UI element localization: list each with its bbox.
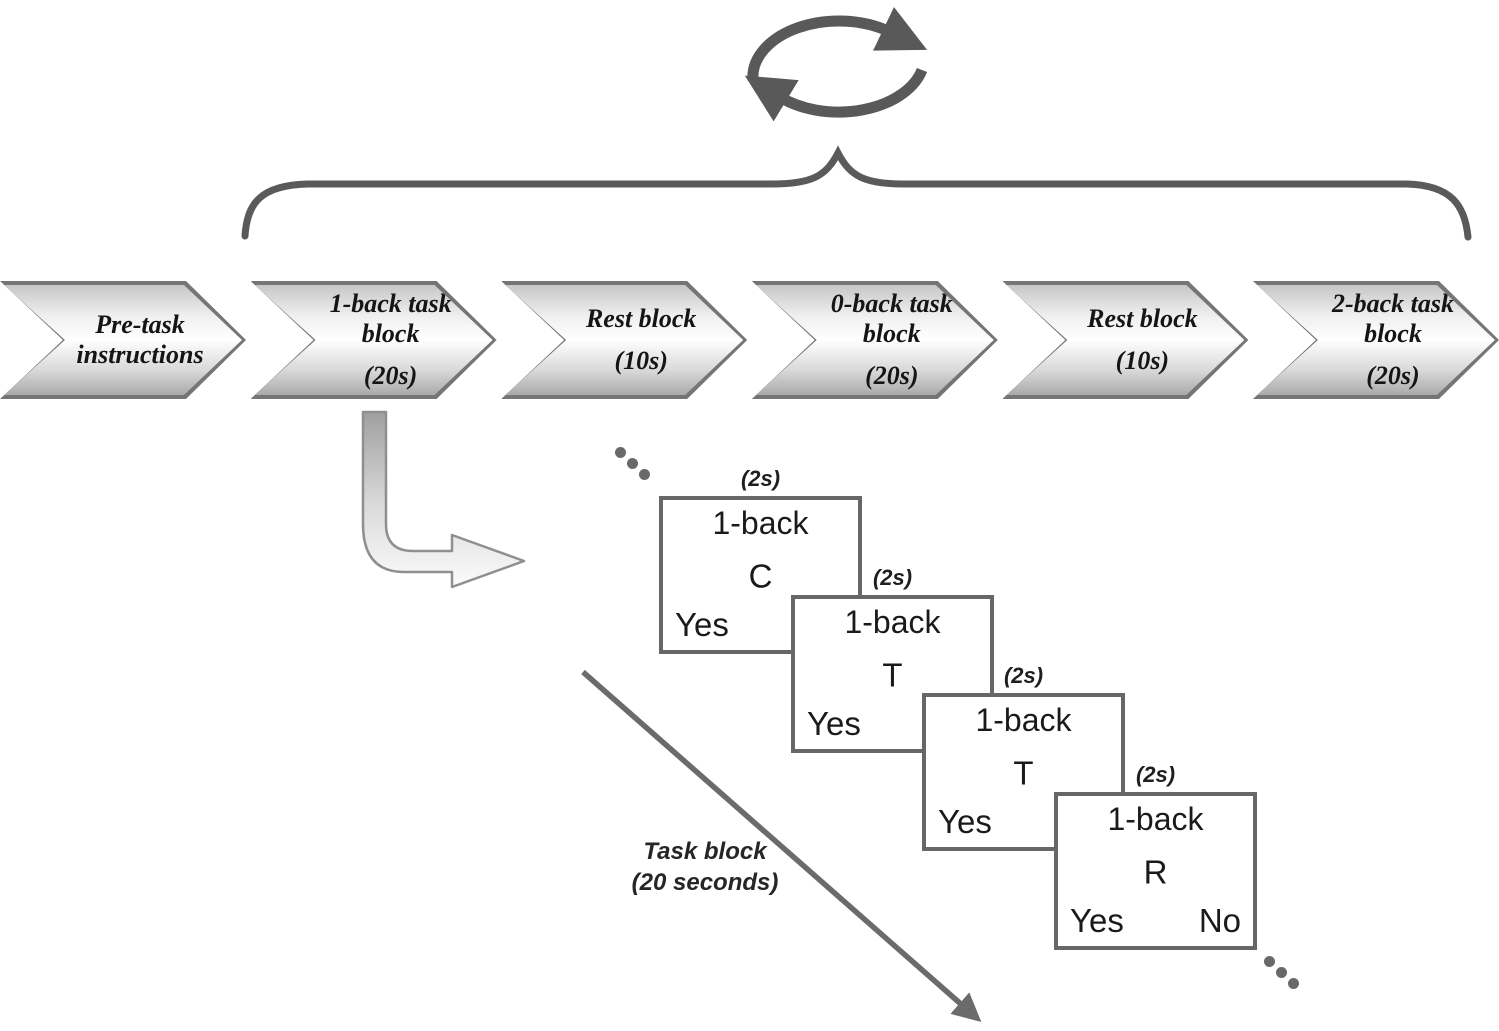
card-stimulus-letter: T <box>882 656 903 694</box>
timeline-block-rest-2: Rest block (10s) <box>1002 281 1249 399</box>
chevron-shape: Rest block (10s) <box>505 285 744 395</box>
block-label: Rest block <box>1087 303 1198 333</box>
cycle-arrows-icon <box>744 7 928 122</box>
trial-duration-label: (2s) <box>872 565 913 590</box>
ellipsis-dots-icon <box>615 447 655 483</box>
chevron-shape: Rest block (10s) <box>1006 285 1245 395</box>
card-option-yes: Yes <box>675 606 729 643</box>
block-duration: (20s) <box>363 361 418 391</box>
card-option-no: No <box>1198 902 1241 939</box>
trial-duration-label: (2s) <box>740 466 781 491</box>
chevron-shape: 0-back task block (20s) <box>755 285 994 395</box>
timeline-block-2back: 2-back task block (20s) <box>1252 281 1499 399</box>
chevron-shape: 2-back task block (20s) <box>1256 285 1495 395</box>
block-duration: (20s) <box>865 361 919 391</box>
task-block-arrow <box>581 669 982 1022</box>
block-timeline: Pre-task instructions 1-back task block … <box>0 281 1499 399</box>
block-duration: (10s) <box>614 346 668 376</box>
stimulus-card: 1-back R Yes No <box>1054 792 1257 950</box>
block-label: Rest block <box>585 303 697 333</box>
block-label: 2-back task block <box>1331 288 1454 348</box>
chevron-shape: 1-back task block (20s) <box>254 285 493 395</box>
block-duration: (20s) <box>1366 361 1420 391</box>
trial-duration-label: (2s) <box>1003 663 1044 688</box>
card-stimulus-letter: C <box>748 557 773 595</box>
stimulus-card: 1-back T Yes <box>922 693 1125 851</box>
card-task-label: 1-back <box>975 702 1072 738</box>
timeline-block-1back: 1-back task block (20s) <box>250 281 497 399</box>
ellipsis-dots-icon <box>1264 956 1304 992</box>
trial-duration-label: (2s) <box>1135 762 1176 787</box>
card-task-label: 1-back <box>1107 801 1204 837</box>
card-stimulus-letter: T <box>1013 754 1034 792</box>
block-label: 0-back task block <box>830 288 953 348</box>
timeline-block-0back: 0-back task block (20s) <box>751 281 998 399</box>
task-block-annotation: Task block (20 seconds) <box>631 838 779 897</box>
trial-card-wrapper: (2s) 1-back R Yes No <box>1054 762 1257 950</box>
block-label: 1-back task block <box>329 288 452 348</box>
elbow-arrow-icon <box>361 410 526 589</box>
timeline-block-rest-1: Rest block (10s) <box>501 281 748 399</box>
card-option-yes: Yes <box>938 803 992 840</box>
curly-brace <box>241 145 1472 241</box>
card-task-label: 1-back <box>844 604 941 640</box>
block-label: Pre-task instructions <box>76 310 204 369</box>
trial-card-wrapper: (2s) 1-back T Yes <box>922 663 1125 851</box>
timeline-block-pretask: Pre-task instructions <box>0 281 246 399</box>
card-stimulus-letter: R <box>1143 853 1168 891</box>
chevron-shape: Pre-task instructions <box>4 285 242 395</box>
block-duration: (10s) <box>1115 346 1170 376</box>
card-task-label: 1-back <box>712 505 809 541</box>
card-option-yes: Yes <box>807 705 861 742</box>
card-option-yes: Yes <box>1070 902 1124 939</box>
